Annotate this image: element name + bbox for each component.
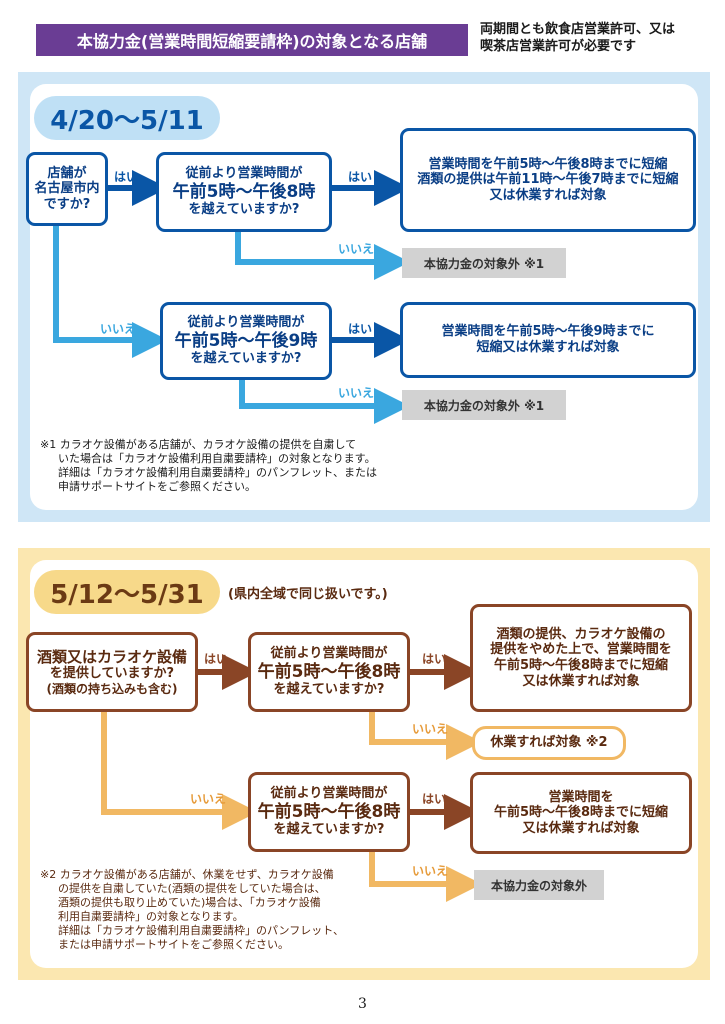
q-hours8b-line3: を越えていますか? [273,822,385,838]
q-alcohol-line3: (酒類の持ち込みも含む) [46,681,178,696]
arrow-hours8b-no [369,852,482,902]
yes-label-hours8: はい [348,170,373,184]
no-label-location: いいえ [100,322,137,336]
note-2: ※2 カラオケ設備がある店舗が、休業をせず、カラオケ設備 の提供を自粛していた(… [40,868,420,952]
result2-line1: 営業時間を午前5時〜午後9時までに [441,324,655,340]
result1-box: 営業時間を午前5時〜午後8時までに短縮 酒類の提供は午前11時〜午後7時までに短… [400,128,696,232]
note-2-line5: 詳細は「カラオケ設備利用自粛要請枠」のパンフレット、 [58,924,344,937]
license-requirement: 両期間とも飲食店営業許可、又は 喫茶店営業許可が必要です [480,21,720,55]
yes-label-location: はい [114,170,139,184]
q-hours9-line1: 従前より営業時間が [187,315,305,331]
no-label-hours9: いいえ [338,386,375,400]
question-alcohol-box: 酒類又はカラオケ設備 を提供していますか? (酒類の持ち込みも含む) [26,632,198,712]
yes-label-alcohol: はい [204,652,229,666]
question-hours9-box: 従前より営業時間が 午前5時〜午後9時 を越えていますか? [160,302,332,380]
p2-result1-box: 酒類の提供、カラオケ設備の 提供をやめた上で、営業時間を 午前5時〜午後8時まで… [470,604,692,712]
outside-target-label-2: 本協力金の対象外 ※1 [402,390,566,420]
q-alcohol-line2: を提供していますか? [49,666,175,681]
q-hours8a-line2: 午前5時〜午後8時 [257,661,401,682]
no-label-alcohol: いいえ [190,792,227,806]
yes-label-hours8b: はい [422,792,447,806]
question-hours8a-box: 従前より営業時間が 午前5時〜午後8時 を越えていますか? [248,632,410,712]
question-hours8b-box: 従前より営業時間が 午前5時〜午後8時 を越えていますか? [248,772,410,852]
outside-target-label-p2: 本協力金の対象外 [474,870,604,900]
question-location-box: 店舗が 名古屋市内 ですか? [26,152,108,226]
yes-label-hours9: はい [348,322,373,336]
note-2-line6: または申請サポートサイトをご参照ください。 [58,938,289,951]
note-1-line4: 申請サポートサイトをご参照ください。 [58,480,256,493]
p2-result2-line1: 営業時間を [548,789,614,805]
note-2-line4: 利用自粛要請枠」の対象となります。 [58,910,244,923]
p2-result2-line3: 又は休業すれば対象 [522,820,640,836]
q-hours8-line3: を越えていますか? [188,202,300,218]
p2-result1-line2: 提供をやめた上で、営業時間を [490,642,672,658]
no-label-hours8a: いいえ [412,722,449,736]
q-location-line3: ですか? [43,196,91,212]
note-1-line3: 詳細は「カラオケ設備利用自粛要請枠」のパンフレット、または [58,466,377,479]
period2-label: 5/12〜5/31 [34,570,220,614]
note-2-line2: の提供を自粛していた(酒類の提供をしていた場合は、 [58,882,326,895]
page-title: 本協力金(営業時間短縮要請枠)の対象となる店舗 [36,24,468,56]
note-1-line2: いた場合は「カラオケ設備利用自粛要請枠」の対象となります。 [58,452,376,465]
q-hours9-line2: 午前5時〜午後9時 [174,330,318,351]
no-label-hours8: いいえ [338,242,375,256]
result1-line1: 営業時間を午前5時〜午後8時までに短縮 [428,156,668,172]
period2-scope-note: (県内全域で同じ扱いです。) [228,587,388,602]
p2-result1-line3: 午前5時〜午後8時までに短縮 [493,658,669,673]
q-hours8b-line2: 午前5時〜午後8時 [257,801,401,822]
q-hours8a-line1: 従前より営業時間が [270,646,388,662]
result2-box: 営業時間を午前5時〜午後9時までに 短縮又は休業すれば対象 [400,302,696,378]
period1-label: 4/20〜5/11 [34,96,220,140]
q-hours8a-line3: を越えていますか? [273,682,385,698]
p2-result1-line4: 又は休業すれば対象 [522,673,640,689]
result1-line3: 又は休業すれば対象 [489,187,607,203]
note-2-line1: ※2 カラオケ設備がある店舗が、休業をせず、カラオケ設備 [40,868,334,881]
requirement-line-2: 喫茶店営業許可が必要です [480,39,637,54]
arrow-hours8-no [235,232,410,280]
arrow-hours8a-no [369,712,482,760]
q-hours8-line1: 従前より営業時間が [185,166,303,182]
arrow-alcohol-no [101,712,258,830]
page-number: 3 [358,996,367,1012]
q-alcohol-line1: 酒類又はカラオケ設備 [36,648,187,666]
p2-result2-box: 営業時間を 午前5時〜午後8時までに短縮 又は休業すれば対象 [470,772,692,854]
outside-target-label-1: 本協力金の対象外 ※1 [402,248,566,278]
question-hours8-box: 従前より営業時間が 午前5時〜午後8時 を越えていますか? [156,152,332,232]
arrow-location-no [53,226,168,358]
no-label-hours8b: いいえ [412,864,449,878]
q-hours9-line3: を越えていますか? [190,351,302,367]
p2-result1-line1: 酒類の提供、カラオケ設備の [496,626,666,642]
arrow-hours9-no [239,380,410,424]
note-1-line1: ※1 カラオケ設備がある店舗が、カラオケ設備の提供を自粛して [40,438,357,451]
q-hours8b-line1: 従前より営業時間が [270,786,388,802]
q-location-line1: 店舗が [47,165,87,181]
q-location-line2: 名古屋市内 [34,181,100,197]
result2-line2: 短縮又は休業すれば対象 [476,340,620,355]
result1-line2: 酒類の提供は午前11時〜午後7時までに短縮 [417,172,679,188]
requirement-line-1: 両期間とも飲食店営業許可、又は [480,22,676,37]
note-2-line3: 酒類の提供も取り止めていた)場合は、「カラオケ設備 [58,896,321,909]
q-hours8-line2: 午前5時〜午後8時 [172,181,316,202]
p2-result2-line2: 午前5時〜午後8時までに短縮 [493,805,669,821]
yes-label-hours8a: はい [422,652,447,666]
note-1: ※1 カラオケ設備がある店舗が、カラオケ設備の提供を自粛して いた場合は「カラオ… [40,438,400,494]
closure-target-box: 休業すれば対象 ※2 [472,726,626,760]
